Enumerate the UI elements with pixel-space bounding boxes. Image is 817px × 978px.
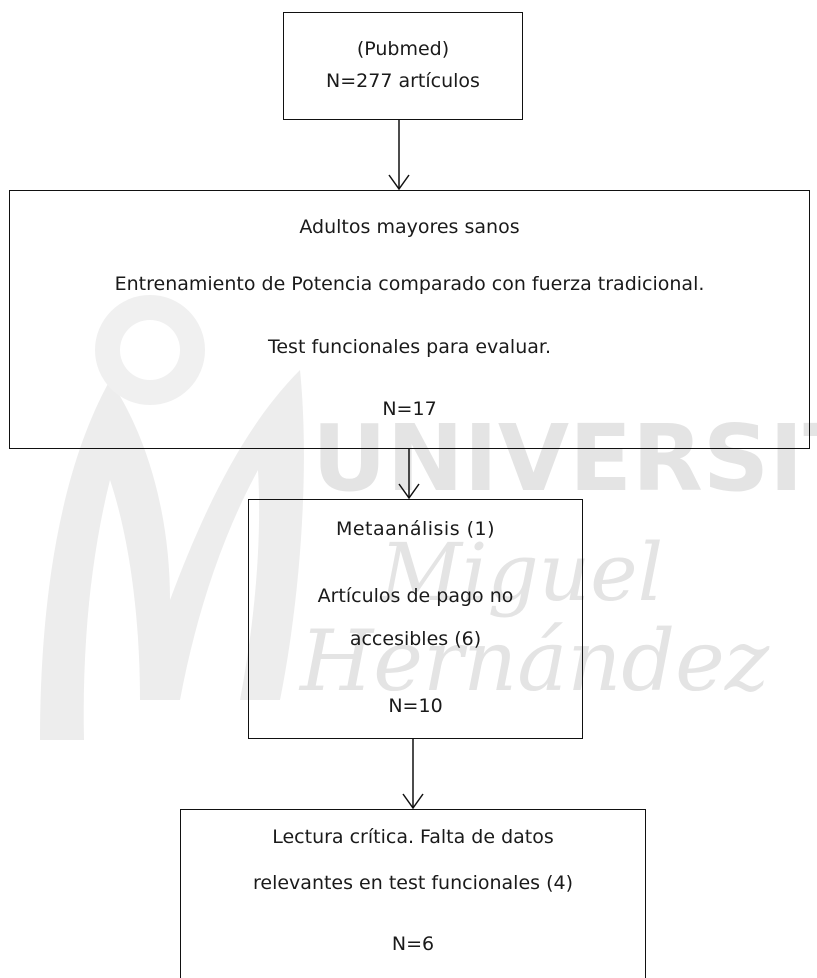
search-results-box: (Pubmed) N=277 artículos [283,12,523,120]
exclusion1-paywalled-line2: accesibles (6) [349,628,482,650]
exclusion2-count: N=6 [391,933,435,955]
criteria-intervention: Entrenamiento de Potencia comparado con … [114,273,705,295]
search-source-label: (Pubmed) [356,38,450,60]
criteria-count: N=17 [382,398,437,420]
exclusion-box-1: Metaanálisis (1) Artículos de pago no ac… [248,499,583,739]
criteria-population: Adultos mayores sanos [299,216,520,238]
arrow-search-to-criteria [388,120,410,191]
exclusion1-meta-analysis: Metaanálisis (1) [335,518,496,540]
exclusion2-reason-line2: relevantes en test funcionales (4) [253,872,573,894]
search-count-label: N=277 artículos [326,70,480,92]
exclusion1-count: N=10 [388,695,443,717]
arrow-exclusion1-to-exclusion2 [402,739,424,810]
exclusion1-paywalled-line1: Artículos de pago no [317,585,514,607]
exclusion2-reason-line1: Lectura crítica. Falta de datos [272,826,554,848]
exclusion-box-2: Lectura crítica. Falta de datos relevant… [180,809,646,978]
criteria-outcome: Test funcionales para evaluar. [267,336,551,358]
arrow-criteria-to-exclusion1 [398,449,420,500]
inclusion-criteria-box: Adultos mayores sanos Entrenamiento de P… [9,190,810,449]
